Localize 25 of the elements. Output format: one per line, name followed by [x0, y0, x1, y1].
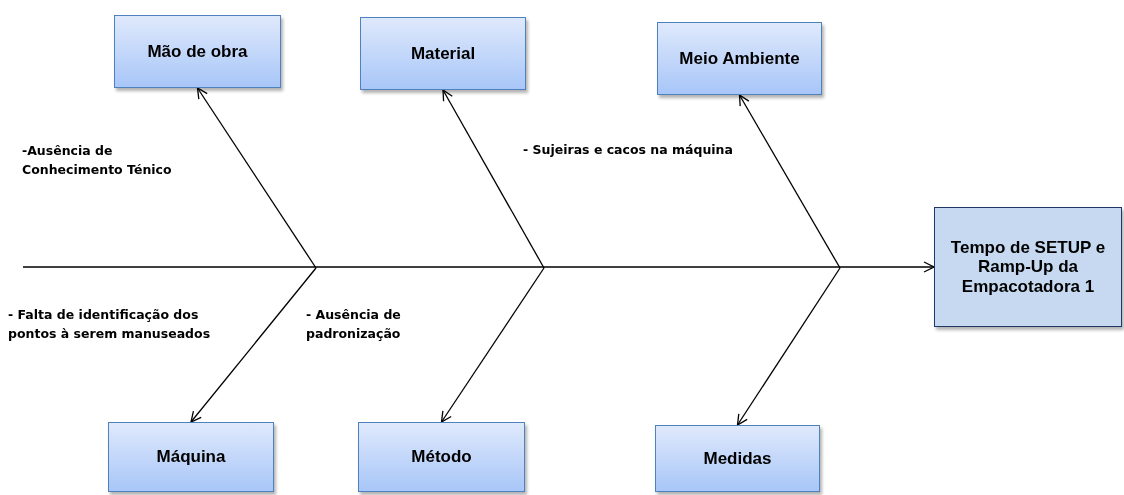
- category-box: [358, 422, 525, 492]
- category-box: [360, 17, 526, 90]
- cause-text: - Sujeiras e cacos na máquina: [523, 141, 734, 159]
- category-label: Medidas: [703, 448, 772, 469]
- arrow: [196, 87, 317, 269]
- cause-text: - Falta de identificação dos pontos à serem manuseados: [8, 306, 212, 343]
- arrow: [442, 89, 545, 269]
- cause-text: -Ausência de Conhecimento Ténico: [22, 142, 173, 179]
- cause-text: - Ausência de padronização: [306, 306, 402, 343]
- category-box: [114, 15, 281, 88]
- category-box: [655, 425, 820, 492]
- arrow: [22, 261, 935, 273]
- arrow: [736, 267, 841, 426]
- category-box: [657, 22, 822, 95]
- category-box: [108, 422, 274, 492]
- arrow: [190, 267, 317, 423]
- arrow: [738, 94, 841, 269]
- effect-box: [934, 207, 1122, 327]
- category-label: Método: [411, 447, 472, 467]
- category-label: Material: [410, 43, 476, 64]
- category-label: Meio Ambiente: [679, 48, 800, 69]
- arrow: [440, 267, 545, 423]
- category-label: Mão de obra: [147, 41, 248, 62]
- category-label: Tempo de SETUP e Ramp-Up da Empacotadora 1: [949, 237, 1107, 297]
- category-label: Máquina: [156, 447, 226, 467]
